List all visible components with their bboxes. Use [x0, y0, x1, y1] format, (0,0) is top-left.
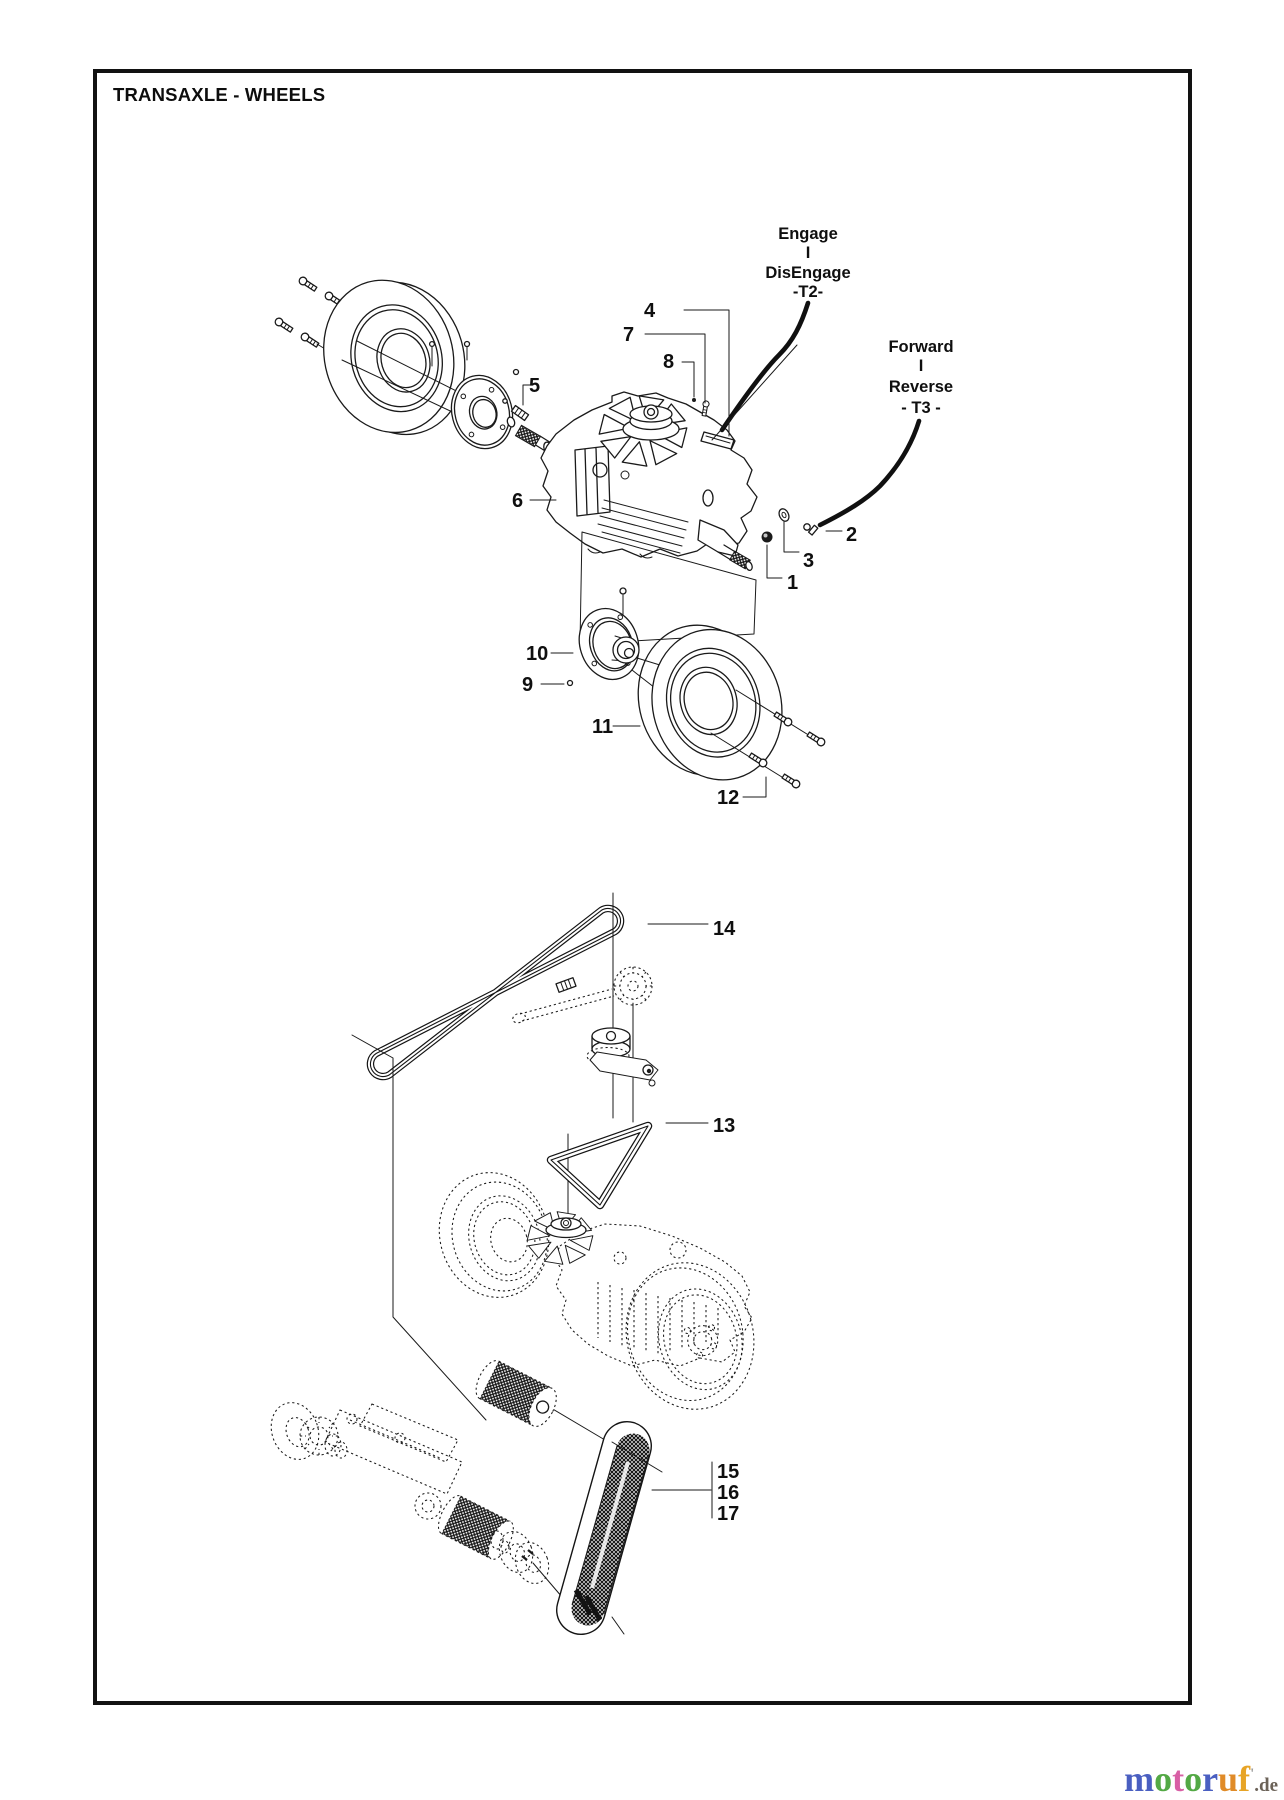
drive-belt-upper — [366, 904, 625, 1081]
watermark-letter: t — [1172, 1759, 1184, 1799]
wheel-front-left — [323, 279, 466, 436]
leader-lines — [522, 309, 843, 1635]
page-title: TRANSAXLE - WHEELS — [113, 84, 326, 105]
part-label-12: 12 — [717, 787, 739, 809]
part-label-13: 13 — [713, 1115, 735, 1137]
direction-separator: I — [919, 357, 924, 375]
engage-annotation: Engage I DisEngage -T2- — [765, 225, 850, 301]
shift-cable-t3 — [817, 418, 922, 528]
t2-label: -T2- — [793, 283, 823, 301]
border-frame — [93, 69, 1192, 1705]
transaxle-unit — [506, 391, 758, 572]
cooling-fan — [598, 395, 688, 467]
part-label-2: 2 — [846, 524, 857, 546]
gear-reduction-assembly — [270, 1402, 550, 1585]
mounting-plane — [579, 531, 757, 645]
watermark-letter: o — [1184, 1759, 1202, 1799]
engage-label: Engage — [778, 225, 838, 243]
part-label-6: 6 — [512, 490, 523, 512]
part-label-1: 1 — [787, 572, 798, 594]
engage-cable-t2 — [719, 300, 811, 433]
pinion-drum — [475, 1360, 557, 1427]
ghost-cooling-fan — [526, 1211, 594, 1265]
reference-lines — [351, 1034, 606, 1605]
cogged-drive-belt — [556, 1421, 652, 1635]
watermark-letter: u — [1218, 1759, 1238, 1799]
wheel-hub — [566, 587, 640, 687]
hub-flange — [428, 340, 530, 450]
part-label-17: 17 — [717, 1503, 739, 1525]
drive-belt-lower — [546, 1121, 653, 1210]
part-label-7: 7 — [623, 324, 634, 346]
part-label-11: 11 — [592, 716, 613, 738]
part-label-9: 9 — [522, 674, 533, 696]
disengage-label: DisEngage — [765, 264, 850, 282]
engage-cable-leader — [711, 344, 798, 441]
watermark-letter: r — [1202, 1759, 1218, 1799]
forward-label: Forward — [888, 338, 953, 356]
t3-label: - T3 - — [901, 399, 940, 417]
direction-annotation: Forward I Reverse - T3 - — [888, 338, 953, 417]
idler-pulley-assembly — [512, 892, 659, 1223]
part-label-14: 14 — [713, 918, 736, 940]
part-label-10: 10 — [526, 643, 548, 665]
part-label-5: 5 — [529, 375, 540, 397]
part-label-15: 15 — [717, 1461, 739, 1483]
watermark-letter: m — [1124, 1759, 1154, 1799]
axle-small-parts — [761, 508, 819, 543]
watermark-suffix: .de — [1254, 1775, 1278, 1796]
watermark-letter: o — [1154, 1759, 1172, 1799]
engage-separator: I — [806, 244, 811, 262]
ghost-transaxle-assembly — [438, 1172, 755, 1410]
part-label-8: 8 — [663, 351, 674, 373]
part-label-16: 16 — [717, 1482, 739, 1504]
watermark-tick: ' — [1250, 1766, 1254, 1782]
watermark-logo[interactable]: motoruf'.de — [1124, 1759, 1278, 1799]
wheel-rear — [637, 624, 783, 781]
reverse-label: Reverse — [889, 378, 953, 396]
wheel-mounting-bolts-rear — [710, 689, 827, 790]
watermark-letter: f — [1238, 1759, 1251, 1799]
part-label-3: 3 — [803, 550, 814, 572]
part-label-4: 4 — [644, 300, 656, 322]
